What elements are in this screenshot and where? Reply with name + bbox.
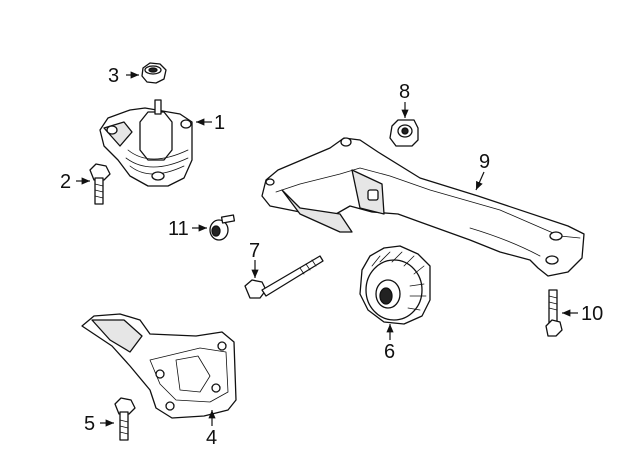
- callout-label-7: 7: [249, 240, 260, 262]
- bolt-part-5: [114, 397, 136, 441]
- nut-part-3: [141, 62, 167, 84]
- stud-part-11: [209, 214, 236, 241]
- callout-label-10: 10: [581, 303, 603, 325]
- bushing-part-8: [389, 119, 419, 147]
- callout-label-3: 3: [108, 65, 119, 87]
- transmission-mount-part-6: [359, 245, 431, 325]
- callout-label-8: 8: [399, 81, 410, 103]
- callout-labels: 3 1 2 11 8 9 7 6 10 4 5: [60, 65, 603, 449]
- bolt-part-2: [89, 163, 111, 205]
- crossmember-part-9: [261, 137, 585, 277]
- callout-label-1: 1: [214, 112, 225, 134]
- callout-label-6: 6: [384, 341, 395, 363]
- callout-label-5: 5: [84, 413, 95, 435]
- leader-9: [475, 171, 485, 191]
- engine-mount-part-1: [99, 99, 193, 187]
- bracket-part-4: [81, 313, 237, 419]
- callout-leaders: [76, 71, 578, 427]
- callout-label-4: 4: [206, 427, 217, 449]
- callout-label-9: 9: [479, 151, 490, 173]
- long-bolt-part-7: [244, 255, 324, 299]
- bolt-part-10: [545, 289, 563, 337]
- callout-label-11: 11: [168, 218, 189, 240]
- callout-label-2: 2: [60, 171, 71, 193]
